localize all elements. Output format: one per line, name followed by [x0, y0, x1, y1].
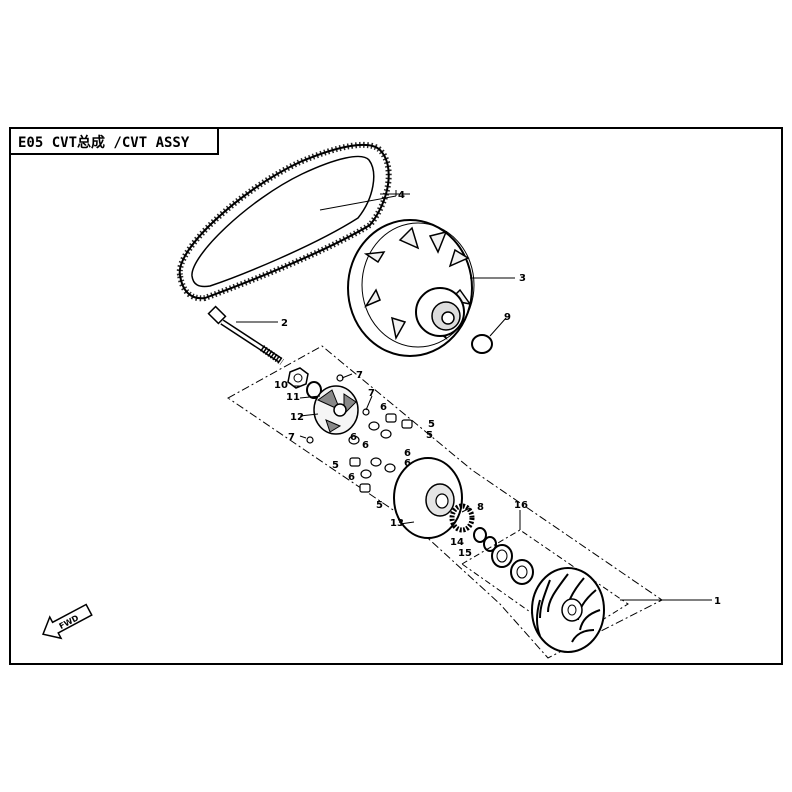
title-block: E05 CVT总成 /CVT ASSY: [9, 127, 219, 155]
callout-5b: 5: [426, 430, 433, 441]
ramp-plate: [313, 385, 359, 435]
driven-pulley-assembly: [347, 219, 475, 357]
diagram-title: E05 CVT总成 /CVT ASSY: [18, 134, 190, 151]
spacer: [483, 536, 497, 552]
movable-drive-face: [393, 457, 463, 539]
callout-4: 4: [398, 190, 405, 201]
drive-belt: [176, 141, 392, 302]
callout-10: 10: [274, 380, 288, 391]
callout-12: 12: [290, 412, 304, 423]
roller: [348, 421, 396, 479]
spring: [449, 503, 475, 533]
bearing: [491, 544, 534, 585]
forward-arrow-icon: FWD: [42, 603, 93, 640]
callout-1: 1: [714, 596, 721, 607]
callout-11: 11: [286, 392, 300, 403]
nut: [287, 367, 309, 389]
slider: [349, 413, 413, 493]
callout-6e: 6: [404, 458, 411, 469]
callout-7a: 7: [356, 370, 363, 381]
callout-5a: 5: [428, 419, 435, 430]
callout-6a: 6: [380, 402, 387, 413]
callout-5c: 5: [332, 460, 339, 471]
washer: [473, 527, 487, 543]
callout-15: 15: [458, 548, 472, 559]
callout-6b: 6: [350, 432, 357, 443]
callout-5d: 5: [376, 500, 383, 511]
washer: [306, 381, 322, 399]
callout-7b: 7: [368, 388, 375, 399]
callout-14: 14: [450, 537, 464, 548]
callout-3: 3: [519, 273, 526, 284]
callout-6c: 6: [362, 440, 369, 451]
callout-16: 16: [514, 500, 528, 511]
bolt: [207, 305, 285, 365]
callout-labels: 1 2 3 4 5 5 5 5 6 6 6 6 6 6 7 7 7 8 9 10…: [274, 190, 721, 607]
drawing-border: [9, 127, 783, 665]
fixed-drive-face: [531, 567, 605, 653]
callout-8: 8: [477, 502, 484, 513]
callout-9: 9: [504, 312, 511, 323]
callout-13: 13: [390, 518, 404, 529]
o-ring: [471, 334, 493, 354]
callout-2: 2: [281, 318, 288, 329]
leader-lines: [236, 190, 712, 601]
callout-6d: 6: [404, 448, 411, 459]
callout-7c: 7: [288, 432, 295, 443]
callout-6f: 6: [348, 472, 355, 483]
